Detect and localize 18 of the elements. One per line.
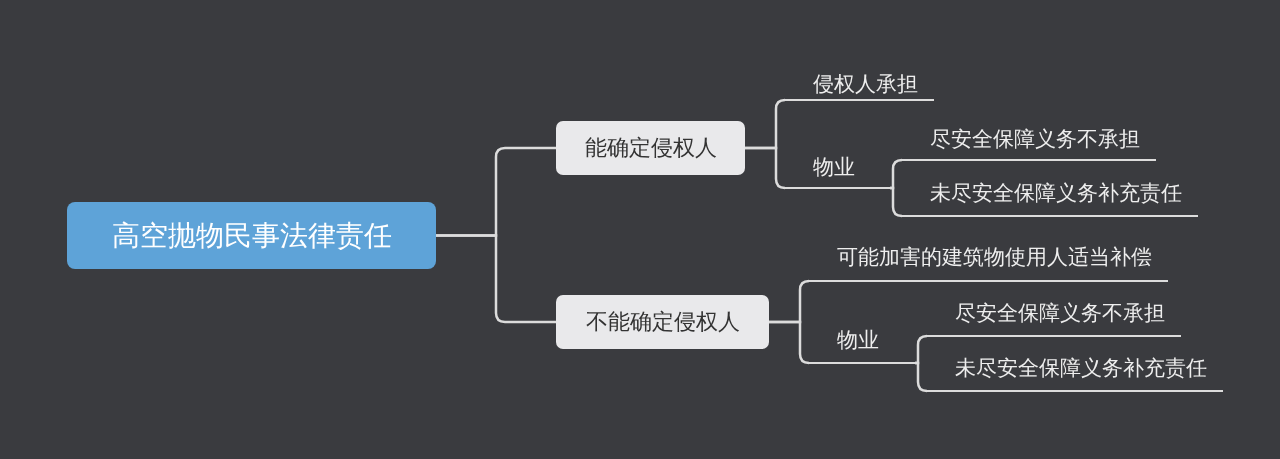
subtopic-label: 可能加害的建筑物使用人适当补偿: [809, 243, 1168, 283]
connector-line: [890, 186, 904, 218]
connector-line: [915, 361, 929, 393]
topic-box: 能确定侵权人: [556, 121, 745, 175]
subtopic-label: 尽安全保障义务不承担: [927, 299, 1181, 338]
subtopic-label: 物业: [785, 153, 890, 190]
connector-line: [745, 146, 787, 190]
subtopic-label: 未尽安全保障义务补充责任: [902, 179, 1198, 218]
subtopic-label: 物业: [809, 326, 915, 365]
connector-line: [769, 320, 811, 365]
connector-line: [890, 158, 904, 190]
subtopic-label: 侵权人承担: [785, 70, 934, 102]
topic-box: 不能确定侵权人: [556, 295, 769, 349]
subtopic-label: 尽安全保障义务不承担: [902, 125, 1156, 162]
root-topic-box: 高空抛物民事法律责任: [67, 202, 436, 269]
connector-line: [915, 334, 929, 365]
subtopic-label: 未尽安全保障义务补充责任: [927, 354, 1223, 393]
connector-line: [436, 234, 556, 324]
